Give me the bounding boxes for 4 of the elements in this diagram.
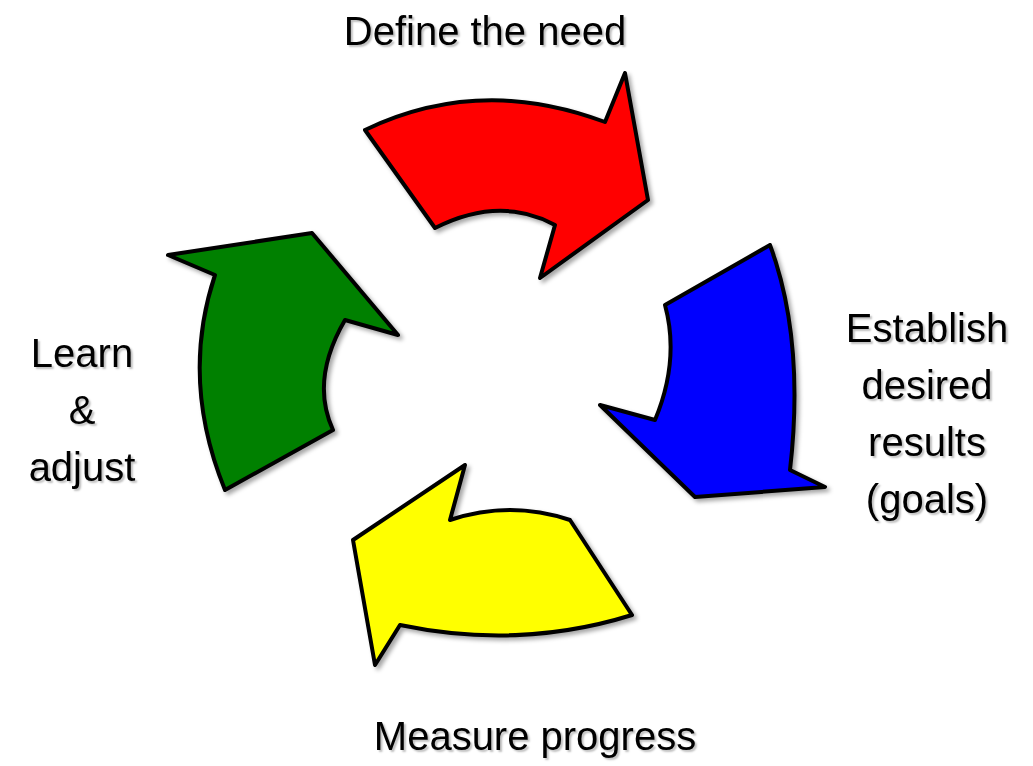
step-label: Define the need bbox=[342, 8, 628, 55]
step-label: Learn & adjust bbox=[27, 330, 137, 491]
step-label: Measure progress bbox=[372, 713, 698, 760]
step-label: Establish desired results (goals) bbox=[844, 305, 1010, 523]
